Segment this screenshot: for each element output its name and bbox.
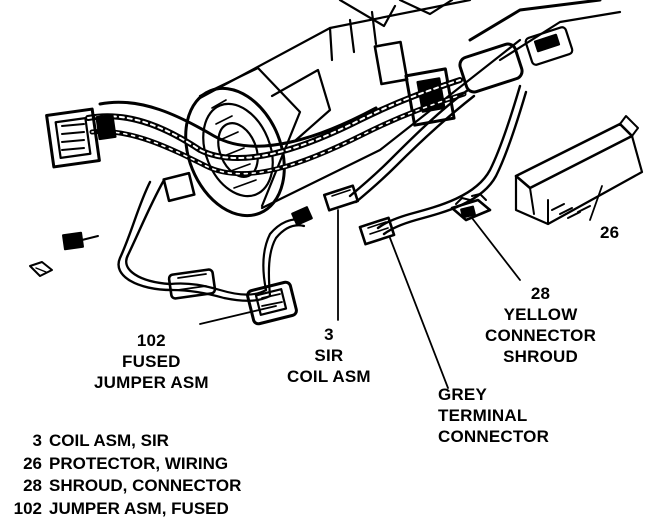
left-harness-connector (45, 107, 117, 169)
leader-lines (199, 185, 603, 389)
callout-28: 28 YELLOW CONNECTOR SHROUD (485, 283, 596, 367)
harness-clip (162, 171, 196, 203)
callout-grey-terminal: GREY TERMINAL CONNECTOR (438, 384, 549, 447)
callout-3: 3 SIR COIL ASM (287, 324, 371, 387)
callout-3-number: 3 (324, 325, 334, 344)
callout-grey-line1: GREY (438, 385, 487, 404)
callout-28-number: 28 (530, 284, 551, 303)
legend-row: 3 COIL ASM, SIR (2, 430, 241, 453)
legend-row: 26 PROTECTOR, WIRING (2, 453, 241, 476)
wiring-protector (514, 115, 644, 226)
legend-number: 3 (32, 431, 42, 450)
legend-number: 102 (13, 498, 42, 518)
yellow-connector-shroud (450, 193, 492, 222)
callout-grey-line2: TERMINAL (438, 406, 528, 425)
sir-coil-lead (322, 88, 476, 212)
parts-legend: 3 COIL ASM, SIR 26 PROTECTOR, WIRING 28 SHR… (2, 430, 242, 521)
callout-102-line2: JUMPER ASM (94, 373, 209, 392)
callout-3-line2: COIL ASM (287, 367, 371, 386)
callout-28-line3: SHROUD (503, 347, 578, 366)
callout-grey-line3: CONNECTOR (438, 427, 550, 446)
fuse-holder (167, 268, 217, 300)
leader-grey-terminal (389, 237, 449, 389)
legend-row: 28 SHROUD, CONNECTOR (2, 475, 241, 498)
leader-26 (589, 185, 603, 221)
callout-102: 102 FUSED JUMPER ASM (94, 330, 209, 393)
legend-description: SHROUD, CONNECTOR (49, 476, 242, 495)
callout-28-line1: YELLOW (503, 305, 578, 324)
callout-3-line1: SIR (314, 346, 344, 365)
steering-column-housing (184, 66, 332, 218)
legend-number: 26 (23, 453, 42, 473)
jumper-plug (291, 206, 313, 226)
leader-28 (471, 217, 521, 281)
legend-number: 28 (23, 476, 42, 495)
callout-102-number: 102 (136, 331, 166, 350)
legend-description: JUMPER ASM, FUSED (49, 498, 229, 518)
callout-28-line2: CONNECTOR (485, 326, 597, 345)
leader-102 (199, 305, 277, 325)
jumper-end-connector (246, 280, 298, 326)
callout-26-number: 26 (600, 223, 620, 242)
legend-description: COIL ASM, SIR (49, 431, 169, 450)
callout-26: 26 (600, 222, 619, 243)
legend-description: PROTECTOR, WIRING (49, 453, 229, 473)
wiring-harness-bundle (85, 77, 467, 177)
loose-terminals (29, 231, 99, 277)
legend-row: 102 JUMPER ASM, FUSED (2, 498, 241, 521)
callout-102-line1: FUSED (122, 352, 181, 371)
